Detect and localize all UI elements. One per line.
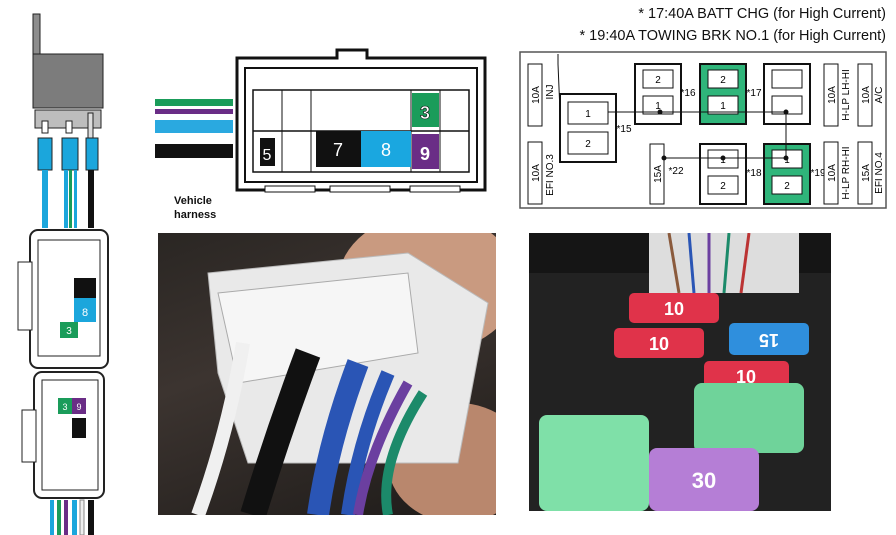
relay-pin: 1 xyxy=(585,109,591,120)
note-batt-chg: * 17:40A BATT CHG (for High Current) xyxy=(638,6,886,22)
fuse-pin: 2 xyxy=(720,181,726,192)
side-pin-label: 3 xyxy=(62,402,67,412)
upper-side-connector: 8 3 xyxy=(17,229,109,369)
connector-photo xyxy=(158,233,496,515)
ref-label: *16 xyxy=(680,88,695,99)
circuit-traces xyxy=(557,54,789,161)
relay-15: 1 2 *15 xyxy=(559,93,632,163)
side-pin-label: 3 xyxy=(66,326,72,337)
ref-label: *18 xyxy=(746,168,761,179)
left-fuse-slots: 10A 10A INJ EFI NO.3 xyxy=(527,63,556,205)
right-fuse-rating: 10A xyxy=(861,86,872,104)
fuse-pin: 1 xyxy=(720,101,726,112)
photo-fuse-label: 10 xyxy=(736,367,756,387)
ref-label: *15 xyxy=(616,124,631,135)
fuse-pin: 2 xyxy=(784,181,790,192)
right-fuse-label-efi4: EFI NO.4 xyxy=(874,152,885,194)
relay-drawing xyxy=(32,13,104,228)
right-fuse-label-hlp-rh: H-LP RH-HI xyxy=(841,146,852,199)
pin-9-label: 9 xyxy=(420,144,430,164)
side-pin-label: 8 xyxy=(82,307,88,319)
fuse-box-photo-illustration: 10 10 15 10 30 xyxy=(529,233,831,511)
side-harness-drawing: 8 3 3 9 xyxy=(17,13,109,535)
photo-fuse-label: 15 xyxy=(759,330,779,350)
relay-top-right xyxy=(763,63,811,125)
left-fuse-label-inj: INJ xyxy=(545,85,556,100)
caption-line-2: harness xyxy=(174,209,217,221)
connector-drawing: 3 5 7 8 9 xyxy=(155,48,487,193)
photo-fuse-label: 30 xyxy=(692,468,716,493)
fuse-pin: 1 xyxy=(720,155,726,166)
fuse-pin: 1 xyxy=(655,101,661,112)
fuse-pin: 2 xyxy=(720,75,726,86)
pin-7-label: 7 xyxy=(333,140,343,160)
right-fuse-rating: 10A xyxy=(827,164,838,182)
wire-stripes xyxy=(155,99,233,158)
ref-label: *17 xyxy=(746,88,761,99)
ref-label: *22 xyxy=(668,166,683,177)
side-pin-label: 9 xyxy=(76,402,81,412)
fuse-box-photo: 10 10 15 10 30 xyxy=(529,233,831,511)
fuse-pin: 2 xyxy=(655,75,661,86)
mid-fuse-rating: 15A xyxy=(653,165,664,183)
note-towing-brk: * 19:40A TOWING BRK NO.1 (for High Curre… xyxy=(579,28,886,44)
fuse-17-highlight: 2 1 *17 xyxy=(699,63,762,125)
ref-label: *19 xyxy=(810,168,825,179)
pin-5-label: 5 xyxy=(263,147,272,164)
pin-3-label: 3 xyxy=(420,103,430,123)
left-fuse-rating: 10A xyxy=(531,86,542,104)
connector-body: 3 5 7 8 9 xyxy=(235,48,487,193)
fuse-pin: 1 xyxy=(784,155,790,166)
caption-line-1: Vehicle xyxy=(174,195,212,207)
left-fuse-rating: 10A xyxy=(531,164,542,182)
right-fuse-slots: 10A 10A 10A 15A H-LP LH-HI A/C H-LP RH-H… xyxy=(823,63,885,205)
lower-side-connector: 3 9 xyxy=(21,371,105,535)
photo-fuse-label: 10 xyxy=(664,299,684,319)
notes: * 17:40A BATT CHG (for High Current) * 1… xyxy=(580,3,886,47)
fuse-box-diagram: 10A 10A INJ EFI NO.3 1 2 *15 2 1 *16 2 1… xyxy=(519,51,887,209)
photo-fuse-label: 10 xyxy=(649,334,669,354)
fuse-19-highlight: 1 2 *19 xyxy=(763,143,826,205)
right-fuse-label-hlp-lh: H-LP LH-HI xyxy=(841,69,852,121)
right-fuse-label-ac: A/C xyxy=(874,87,885,104)
relay-pin: 2 xyxy=(585,139,591,150)
fuse-16: 2 1 *16 xyxy=(634,63,696,125)
fuse-18: 1 2 *18 xyxy=(699,143,762,205)
mid-fuse-slot: 15A *22 xyxy=(649,143,684,205)
pin-8-label: 8 xyxy=(381,140,391,160)
left-fuse-label-efi3: EFI NO.3 xyxy=(545,154,556,196)
vehicle-harness-caption: Vehicle harness xyxy=(174,194,216,222)
connector-photo-illustration xyxy=(191,233,496,515)
right-fuse-rating: 15A xyxy=(861,164,872,182)
right-fuse-rating: 10A xyxy=(827,86,838,104)
